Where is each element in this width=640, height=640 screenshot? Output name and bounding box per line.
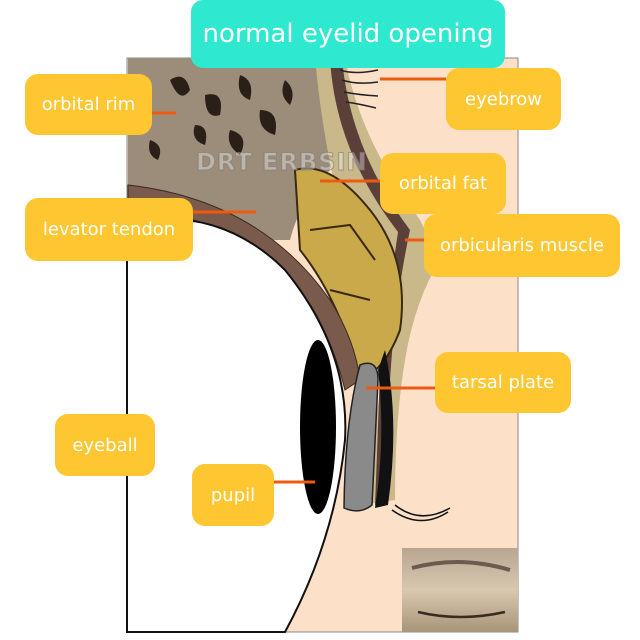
label-orbicularis-muscle: orbicularis muscle: [424, 214, 620, 277]
label-orbital-fat: orbital fat: [380, 153, 506, 214]
label-eyebrow: eyebrow: [446, 68, 561, 130]
bone-trabeculae: [149, 75, 293, 160]
watermark: DRT ERBSIN: [196, 148, 368, 177]
tarsal-plate-shape: [343, 362, 379, 512]
eyeball-shape: [126, 217, 347, 633]
label-orbital-rim: orbital rim: [25, 74, 152, 135]
label-tarsal-plate: tarsal plate: [435, 352, 571, 413]
diagram-title: normal eyelid opening: [191, 0, 505, 68]
label-pupil: pupil: [192, 464, 274, 526]
label-levator-tendon: levator tendon: [25, 198, 193, 261]
eyebrow-hair-icon: [339, 69, 379, 109]
pointer-lines: [152, 77, 446, 484]
eyelash-icon: [391, 504, 451, 522]
pupil-shape: [300, 340, 336, 514]
label-eyeball: eyeball: [55, 414, 155, 476]
